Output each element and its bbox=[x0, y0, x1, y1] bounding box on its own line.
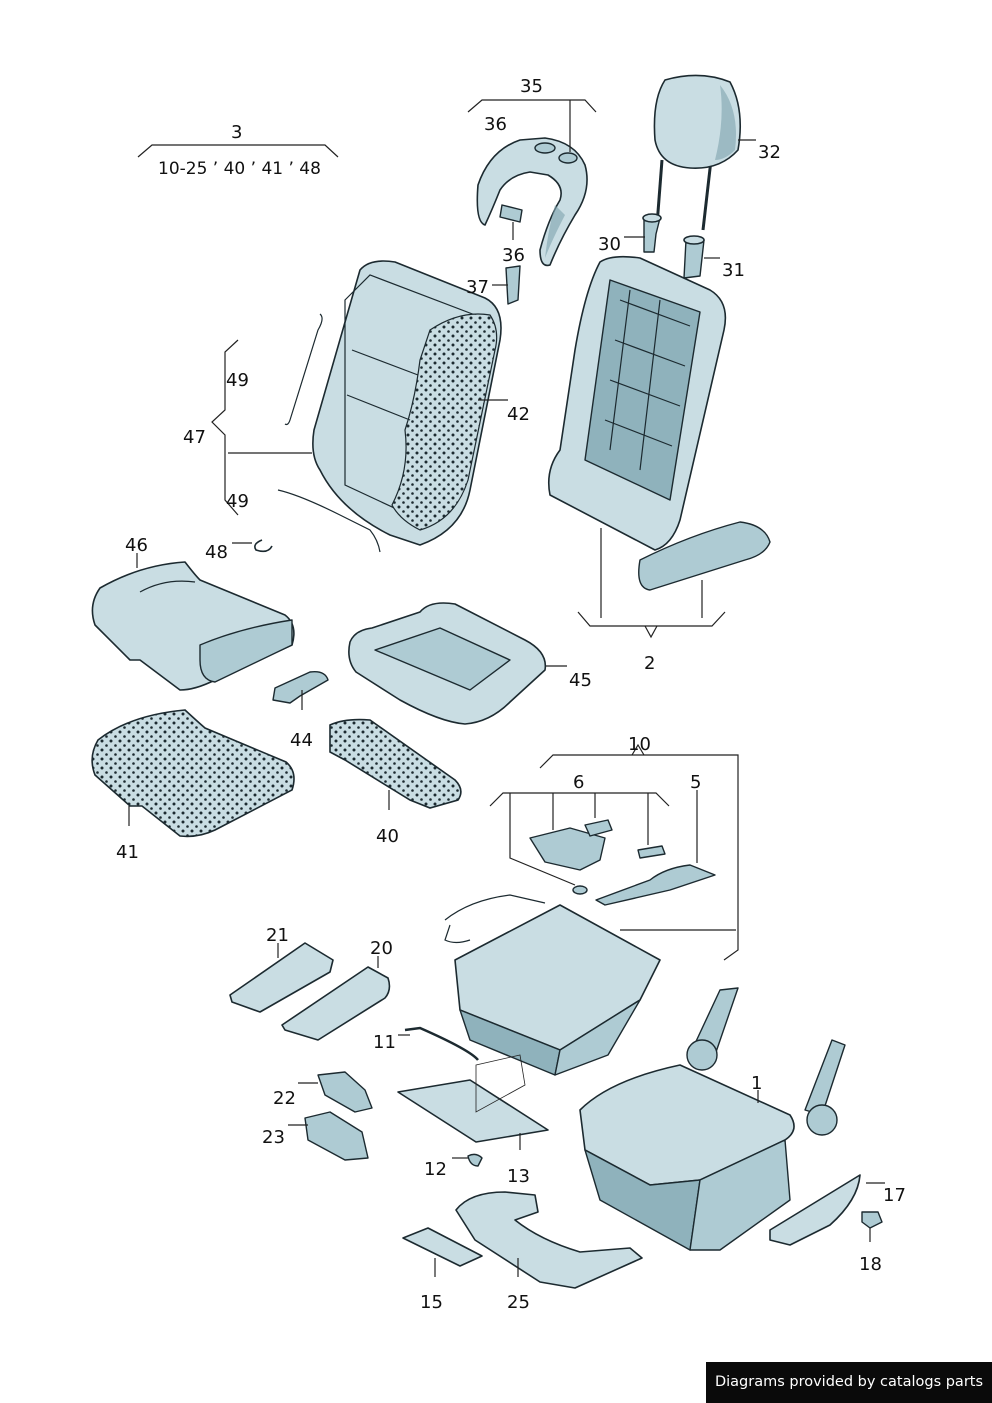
label-42: 42 bbox=[507, 404, 530, 425]
label-44: 44 bbox=[290, 730, 313, 751]
headrest-32 bbox=[653, 74, 742, 231]
label-17: 17 bbox=[883, 1185, 906, 1206]
trim-panel-20 bbox=[281, 966, 391, 1041]
label-22: 22 bbox=[273, 1088, 296, 1109]
seat-foam-41 bbox=[91, 709, 295, 838]
label-3: 3 bbox=[231, 122, 242, 143]
label-36-top: 36 bbox=[484, 114, 507, 135]
label-25: 25 bbox=[507, 1292, 530, 1313]
label-6: 6 bbox=[573, 772, 584, 793]
label-2: 2 bbox=[644, 653, 655, 674]
label-23: 23 bbox=[262, 1127, 285, 1148]
rod-11 bbox=[404, 1026, 479, 1061]
seat-cover-46 bbox=[91, 561, 295, 691]
label-18: 18 bbox=[859, 1254, 882, 1275]
label-5: 5 bbox=[690, 772, 701, 793]
backrest-frame-2 bbox=[547, 255, 771, 591]
label-31: 31 bbox=[722, 260, 745, 281]
label-15: 15 bbox=[420, 1292, 443, 1313]
label-49-lower: 49 bbox=[226, 491, 249, 512]
label-10: 10 bbox=[628, 734, 651, 755]
label-11: 11 bbox=[373, 1032, 396, 1053]
headrest-shell-35 bbox=[476, 137, 588, 267]
backrest-cover-42 bbox=[312, 260, 502, 546]
heating-element-5 bbox=[595, 864, 716, 906]
label-30: 30 bbox=[598, 234, 621, 255]
wire-49-lower bbox=[277, 489, 381, 553]
headrest-guide-30 bbox=[642, 213, 662, 253]
label-40: 40 bbox=[376, 826, 399, 847]
seat-cushion-45 bbox=[348, 602, 547, 725]
bracket-44 bbox=[272, 670, 329, 704]
cover-strip-37 bbox=[505, 265, 521, 305]
label-35: 35 bbox=[520, 76, 543, 97]
foam-wedge-40 bbox=[329, 718, 462, 809]
clip-12 bbox=[467, 1153, 483, 1167]
headrest-guide-31 bbox=[683, 235, 705, 279]
trim-panel-21 bbox=[229, 942, 334, 1013]
ring-48 bbox=[254, 539, 273, 553]
bracket-22 bbox=[317, 1071, 373, 1113]
label-20: 20 bbox=[370, 938, 393, 959]
bracket-23 bbox=[304, 1111, 369, 1161]
label-49-upper: 49 bbox=[226, 370, 249, 391]
label-47: 47 bbox=[183, 427, 206, 448]
label-48: 48 bbox=[205, 542, 228, 563]
label-41: 41 bbox=[116, 842, 139, 863]
label-12: 12 bbox=[424, 1159, 447, 1180]
seat-frame-1 bbox=[579, 987, 861, 1251]
label-32: 32 bbox=[758, 142, 781, 163]
callout-labels: 3 10-25 ’ 40 ’ 41 ’ 48 35 36 32 36 30 31… bbox=[116, 76, 906, 1313]
bolt-18 bbox=[861, 1211, 883, 1229]
label-45: 45 bbox=[569, 670, 592, 691]
mat-13 bbox=[397, 1079, 549, 1143]
label-13: 13 bbox=[507, 1166, 530, 1187]
seat-frame-upper bbox=[444, 894, 661, 1076]
label-3-sub: 10-25 ’ 40 ’ 41 ’ 48 bbox=[158, 159, 321, 179]
mat-15 bbox=[402, 1227, 483, 1267]
label-36-mid: 36 bbox=[502, 245, 525, 266]
label-21: 21 bbox=[266, 925, 289, 946]
leader-lines bbox=[128, 99, 885, 1277]
label-1: 1 bbox=[751, 1073, 762, 1094]
footer-credit: Diagrams provided by catalogs parts bbox=[706, 1362, 992, 1403]
cover-25 bbox=[455, 1191, 643, 1289]
wire-49-upper bbox=[284, 313, 323, 426]
label-37: 37 bbox=[466, 277, 489, 298]
label-46: 46 bbox=[125, 535, 148, 556]
heating-element-6 bbox=[529, 819, 666, 895]
clip-36 bbox=[499, 204, 523, 223]
